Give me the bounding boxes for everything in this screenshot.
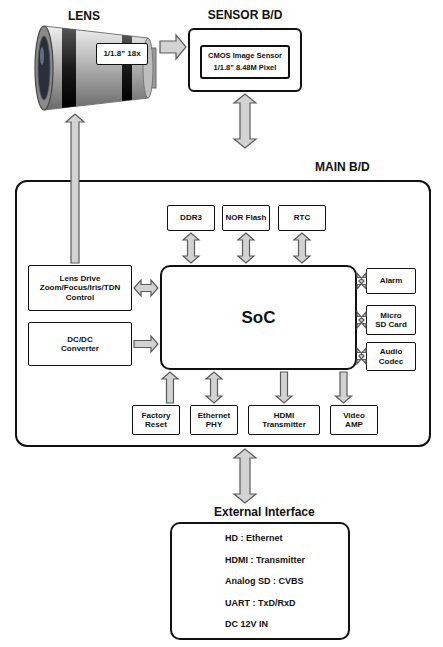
group-heading: LENS	[68, 9, 100, 23]
box-label: Video AMP	[334, 411, 374, 429]
box-label: Alarm	[380, 276, 403, 285]
group-heading: MAIN B/D	[315, 160, 370, 174]
peripheral-box: HDMI Transmitter	[248, 405, 320, 435]
box-label: DC/DC Converter	[50, 335, 110, 353]
box-label: Ethernet PHY	[194, 411, 234, 429]
box-label: Audio Codec	[371, 347, 411, 365]
box-label: RTC	[294, 213, 310, 222]
block-arrow	[234, 449, 256, 503]
block-arrow	[206, 372, 222, 403]
block-arrow	[162, 372, 178, 403]
external-interface: External Interface HD : EthernetHDMI : Tr…	[170, 505, 350, 640]
block-arrow	[357, 312, 366, 328]
box-label: Factory Reset	[136, 411, 176, 429]
box-label: Micro SD Card	[375, 311, 408, 329]
peripheral-box: Factory Reset	[132, 405, 180, 435]
block-arrow	[238, 233, 254, 263]
group-heading: External Interface	[214, 505, 315, 519]
lens-control-box: Lens Drive Zoom/Focus/Iris/TDN Control	[28, 265, 132, 311]
block-arrow	[160, 35, 186, 59]
peripheral-box: Micro SD Card	[366, 305, 416, 335]
power-box: DC/DC Converter	[28, 322, 132, 366]
box-label: Lens Drive Zoom/Focus/Iris/TDN Control	[30, 274, 130, 302]
box-label: CMOS Image Sensor	[208, 52, 282, 61]
block-arrow	[357, 348, 366, 364]
interface-item: HD : Ethernet	[225, 532, 283, 544]
peripheral-box: Video AMP	[330, 405, 378, 435]
interface-item: DC 12V IN	[225, 618, 268, 630]
interface-item: UART : TxD/RxD	[225, 597, 296, 609]
peripheral-box: Audio Codec	[366, 342, 416, 371]
block-arrow	[336, 372, 352, 403]
soc-box: SoC	[160, 265, 357, 370]
box-label: NOR Flash	[226, 213, 267, 222]
box-label: 1/1.8" 18x	[103, 49, 140, 58]
interface-item: Analog SD : CVBS	[225, 575, 304, 587]
block-arrow	[294, 233, 310, 263]
image-sensor-box: CMOS Image Sensor 1/1.8" 8.48M Pixel	[200, 45, 290, 79]
block-arrow	[134, 336, 158, 352]
block-arrow	[134, 280, 158, 296]
memory-box: NOR Flash	[222, 205, 270, 231]
clock-box: RTC	[278, 205, 326, 231]
block-arrow	[357, 273, 366, 289]
block-arrow	[276, 372, 292, 403]
sensor-board: SENSOR B/D CMOS Image Sensor 1/1.8" 8.48M …	[188, 8, 302, 92]
interface-item: HDMI : Transmitter	[225, 554, 305, 566]
group-heading: SENSOR B/D	[188, 8, 302, 22]
lens-assembly: LENS 1/1.8" 18x	[30, 5, 158, 112]
block-arrow	[66, 114, 84, 263]
lens-spec-box: 1/1.8" 18x	[96, 43, 148, 65]
block-arrow	[234, 94, 256, 148]
box-label: HDMI Transmitter	[254, 411, 314, 429]
peripheral-box: Alarm	[366, 268, 416, 294]
box-label: DDR3	[180, 213, 202, 222]
main-board: MAIN B/D DDR3 NOR Flash RTC Lens Drive Zoom/…	[15, 150, 431, 447]
peripheral-box: Ethernet PHY	[190, 405, 238, 435]
block-arrow	[183, 233, 199, 263]
memory-box: DDR3	[167, 205, 215, 231]
box-label: SoC	[242, 308, 276, 328]
box-label: 1/1.8" 8.48M Pixel	[214, 64, 277, 73]
